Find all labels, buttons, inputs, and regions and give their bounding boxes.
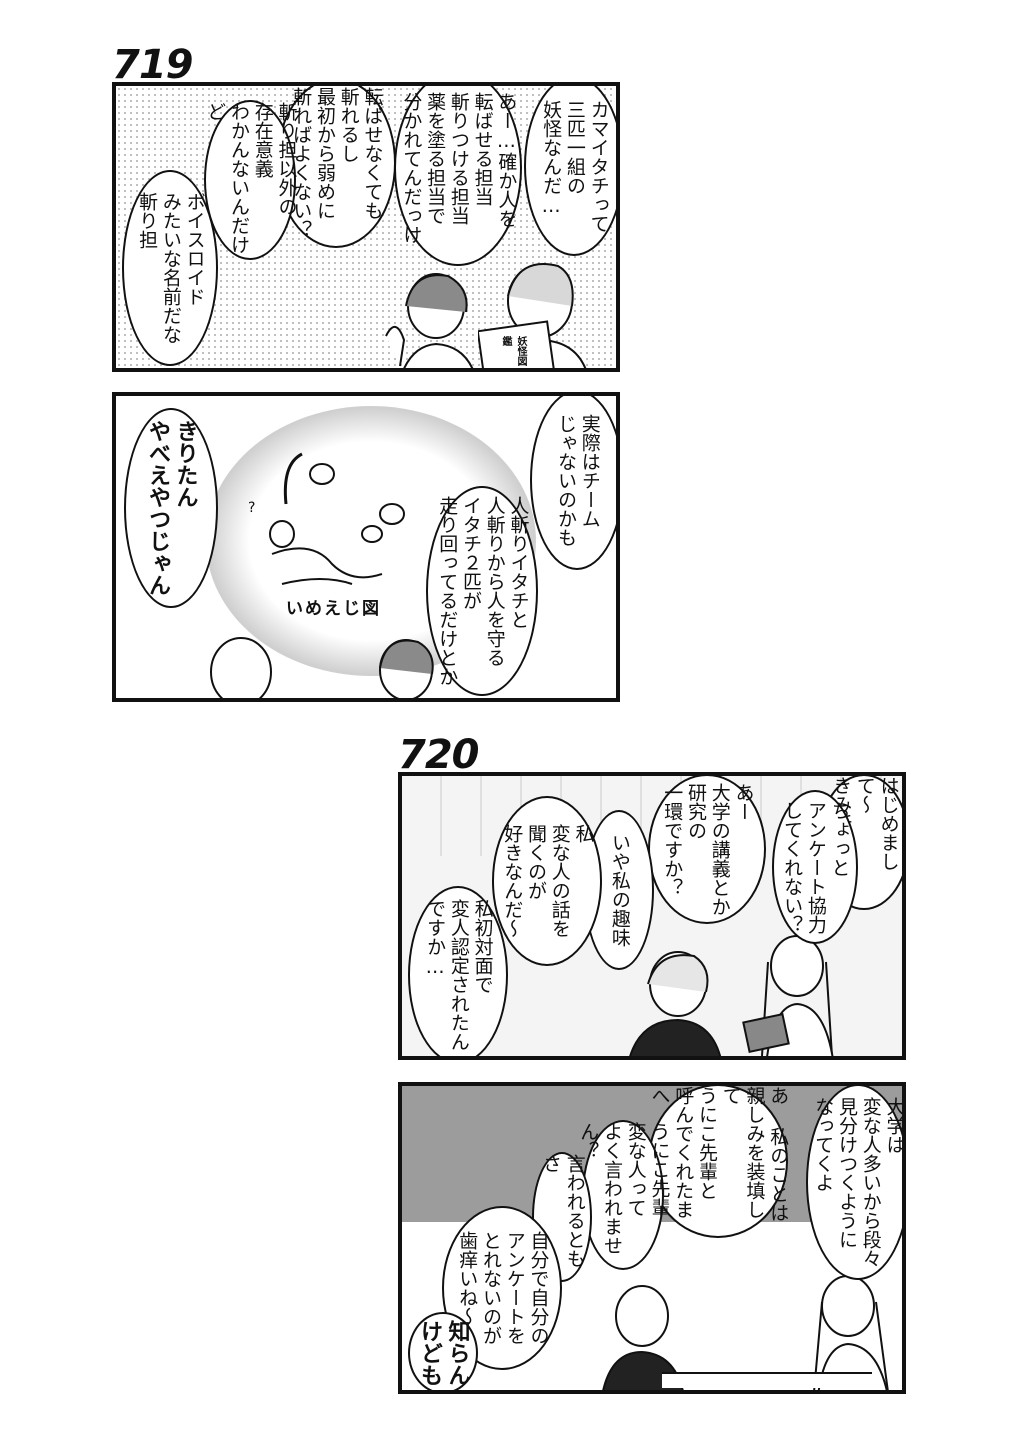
character-reading-book bbox=[478, 263, 587, 368]
question-mark: ? bbox=[248, 500, 258, 516]
speech-bubble: 私 変な人の話を 聞くのが 好きなんだ〜 bbox=[492, 796, 602, 966]
book-title: 妖怪図鑑 bbox=[500, 336, 526, 366]
speech-bubble: ボイスロイド みたいな名前だな 斬り担 bbox=[122, 170, 218, 366]
speech-bubble: あー 大学の講義とか 研究の 一環ですか？ bbox=[648, 776, 766, 924]
speech-bubble: きりたん やべえやつじゃん bbox=[124, 408, 218, 608]
character-seated-long-hair bbox=[813, 1275, 889, 1390]
character-holding-clipboard bbox=[742, 935, 834, 1056]
strip-719-panel-2: ? いめえじ図 実際はチーム じゃないのかも 人斬りイタチと 人斬りから人を守る… bbox=[112, 392, 620, 702]
speech-bubble: 実際はチーム じゃないのかも bbox=[530, 396, 616, 570]
strip-720-panel-1: はじめまして〜 きみ新入生？ ちょっと アンケート協力 してくれない？ あー 大… bbox=[398, 772, 906, 1060]
speech-bubble: ちょっと アンケート協力 してくれない？ bbox=[772, 790, 858, 944]
speech-bubble: 言われるともさ bbox=[532, 1152, 592, 1282]
character-seated-writing bbox=[629, 951, 722, 1056]
weasel-illustration bbox=[269, 452, 405, 585]
speech-bubble: カマイタチって 三匹一組の 妖怪なんだ… bbox=[524, 86, 616, 256]
strip-number-720: 720 bbox=[398, 732, 479, 778]
speech-bubble: 知らん けども bbox=[408, 1312, 478, 1390]
character-waving bbox=[385, 273, 474, 368]
strip-719-panel-1: 妖怪図鑑 カマイタチって 三匹一組の 妖怪なんだ… あー…確か人を 転ばせる担当… bbox=[112, 82, 620, 372]
speech-bubble: 人斬りイタチと 人斬りから人を守る イタチ２匹が 走り回ってるだけとか bbox=[426, 486, 538, 696]
table bbox=[662, 1372, 872, 1388]
speech-bubble: 私初対面で 変人認定されたん ですか… bbox=[408, 886, 508, 1056]
character-back-view bbox=[210, 637, 272, 698]
speech-bubble: 大学は 変な人多いから段々 見分けつくように なってくよ bbox=[806, 1086, 902, 1280]
character-speaking bbox=[379, 639, 434, 698]
image-caption: いめえじ図 bbox=[286, 599, 381, 619]
speech-bubble: 斬り担以外の 存在意義 わかんないんだけど bbox=[204, 100, 298, 260]
speech-bubble: うにこ先輩 変な人って よく言われません？ bbox=[577, 1120, 671, 1270]
strip-720-panel-2: 大学は 変な人多いから段々 見分けつくように なってくよ あ 私のことは 親しみ… bbox=[398, 1082, 906, 1394]
speech-bubble: あー…確か人を 転ばせる担当 斬りつける担当 薬を塗る担当で 分かれてんだっけ bbox=[394, 86, 522, 266]
strip-number-719: 719 bbox=[112, 42, 193, 88]
speech-bubble: あ 私のことは 親しみを装填して うにこ先輩と 呼んでくれたまへ bbox=[648, 1086, 789, 1238]
speech-bubble: 転ばせなくても 斬れるし 最初から弱めに 斬ればよくない？ bbox=[276, 86, 396, 248]
